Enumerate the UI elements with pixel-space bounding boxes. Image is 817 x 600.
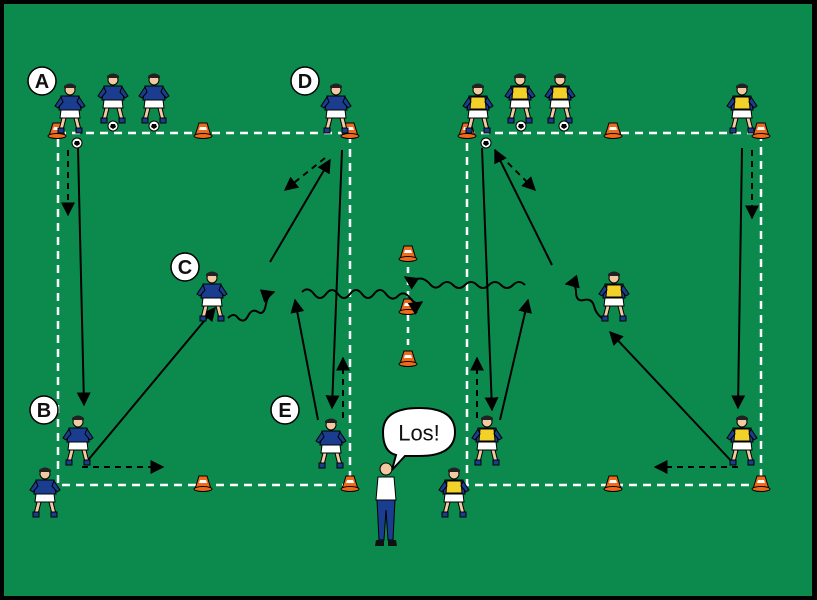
right-passes bbox=[403, 147, 759, 474]
label-c: C bbox=[170, 252, 200, 282]
label-a-text: A bbox=[35, 71, 49, 93]
ball-icon bbox=[480, 137, 492, 149]
ball-icon bbox=[515, 120, 527, 132]
label-c-text: C bbox=[178, 257, 192, 279]
label-d-text: D bbox=[298, 71, 312, 93]
label-b: B bbox=[29, 395, 59, 425]
label-d: D bbox=[290, 66, 320, 96]
label-a: A bbox=[27, 66, 57, 96]
speech-bubble: Los! bbox=[381, 406, 457, 471]
label-e: E bbox=[270, 395, 300, 425]
ball-icon bbox=[558, 120, 570, 132]
speech-text: Los! bbox=[398, 421, 440, 446]
ball-icon bbox=[148, 120, 160, 132]
label-b-text: B bbox=[37, 400, 51, 422]
ball-icon bbox=[71, 137, 83, 149]
label-e-text: E bbox=[278, 400, 291, 422]
left-passes bbox=[61, 147, 424, 474]
ball-icon bbox=[107, 120, 119, 132]
